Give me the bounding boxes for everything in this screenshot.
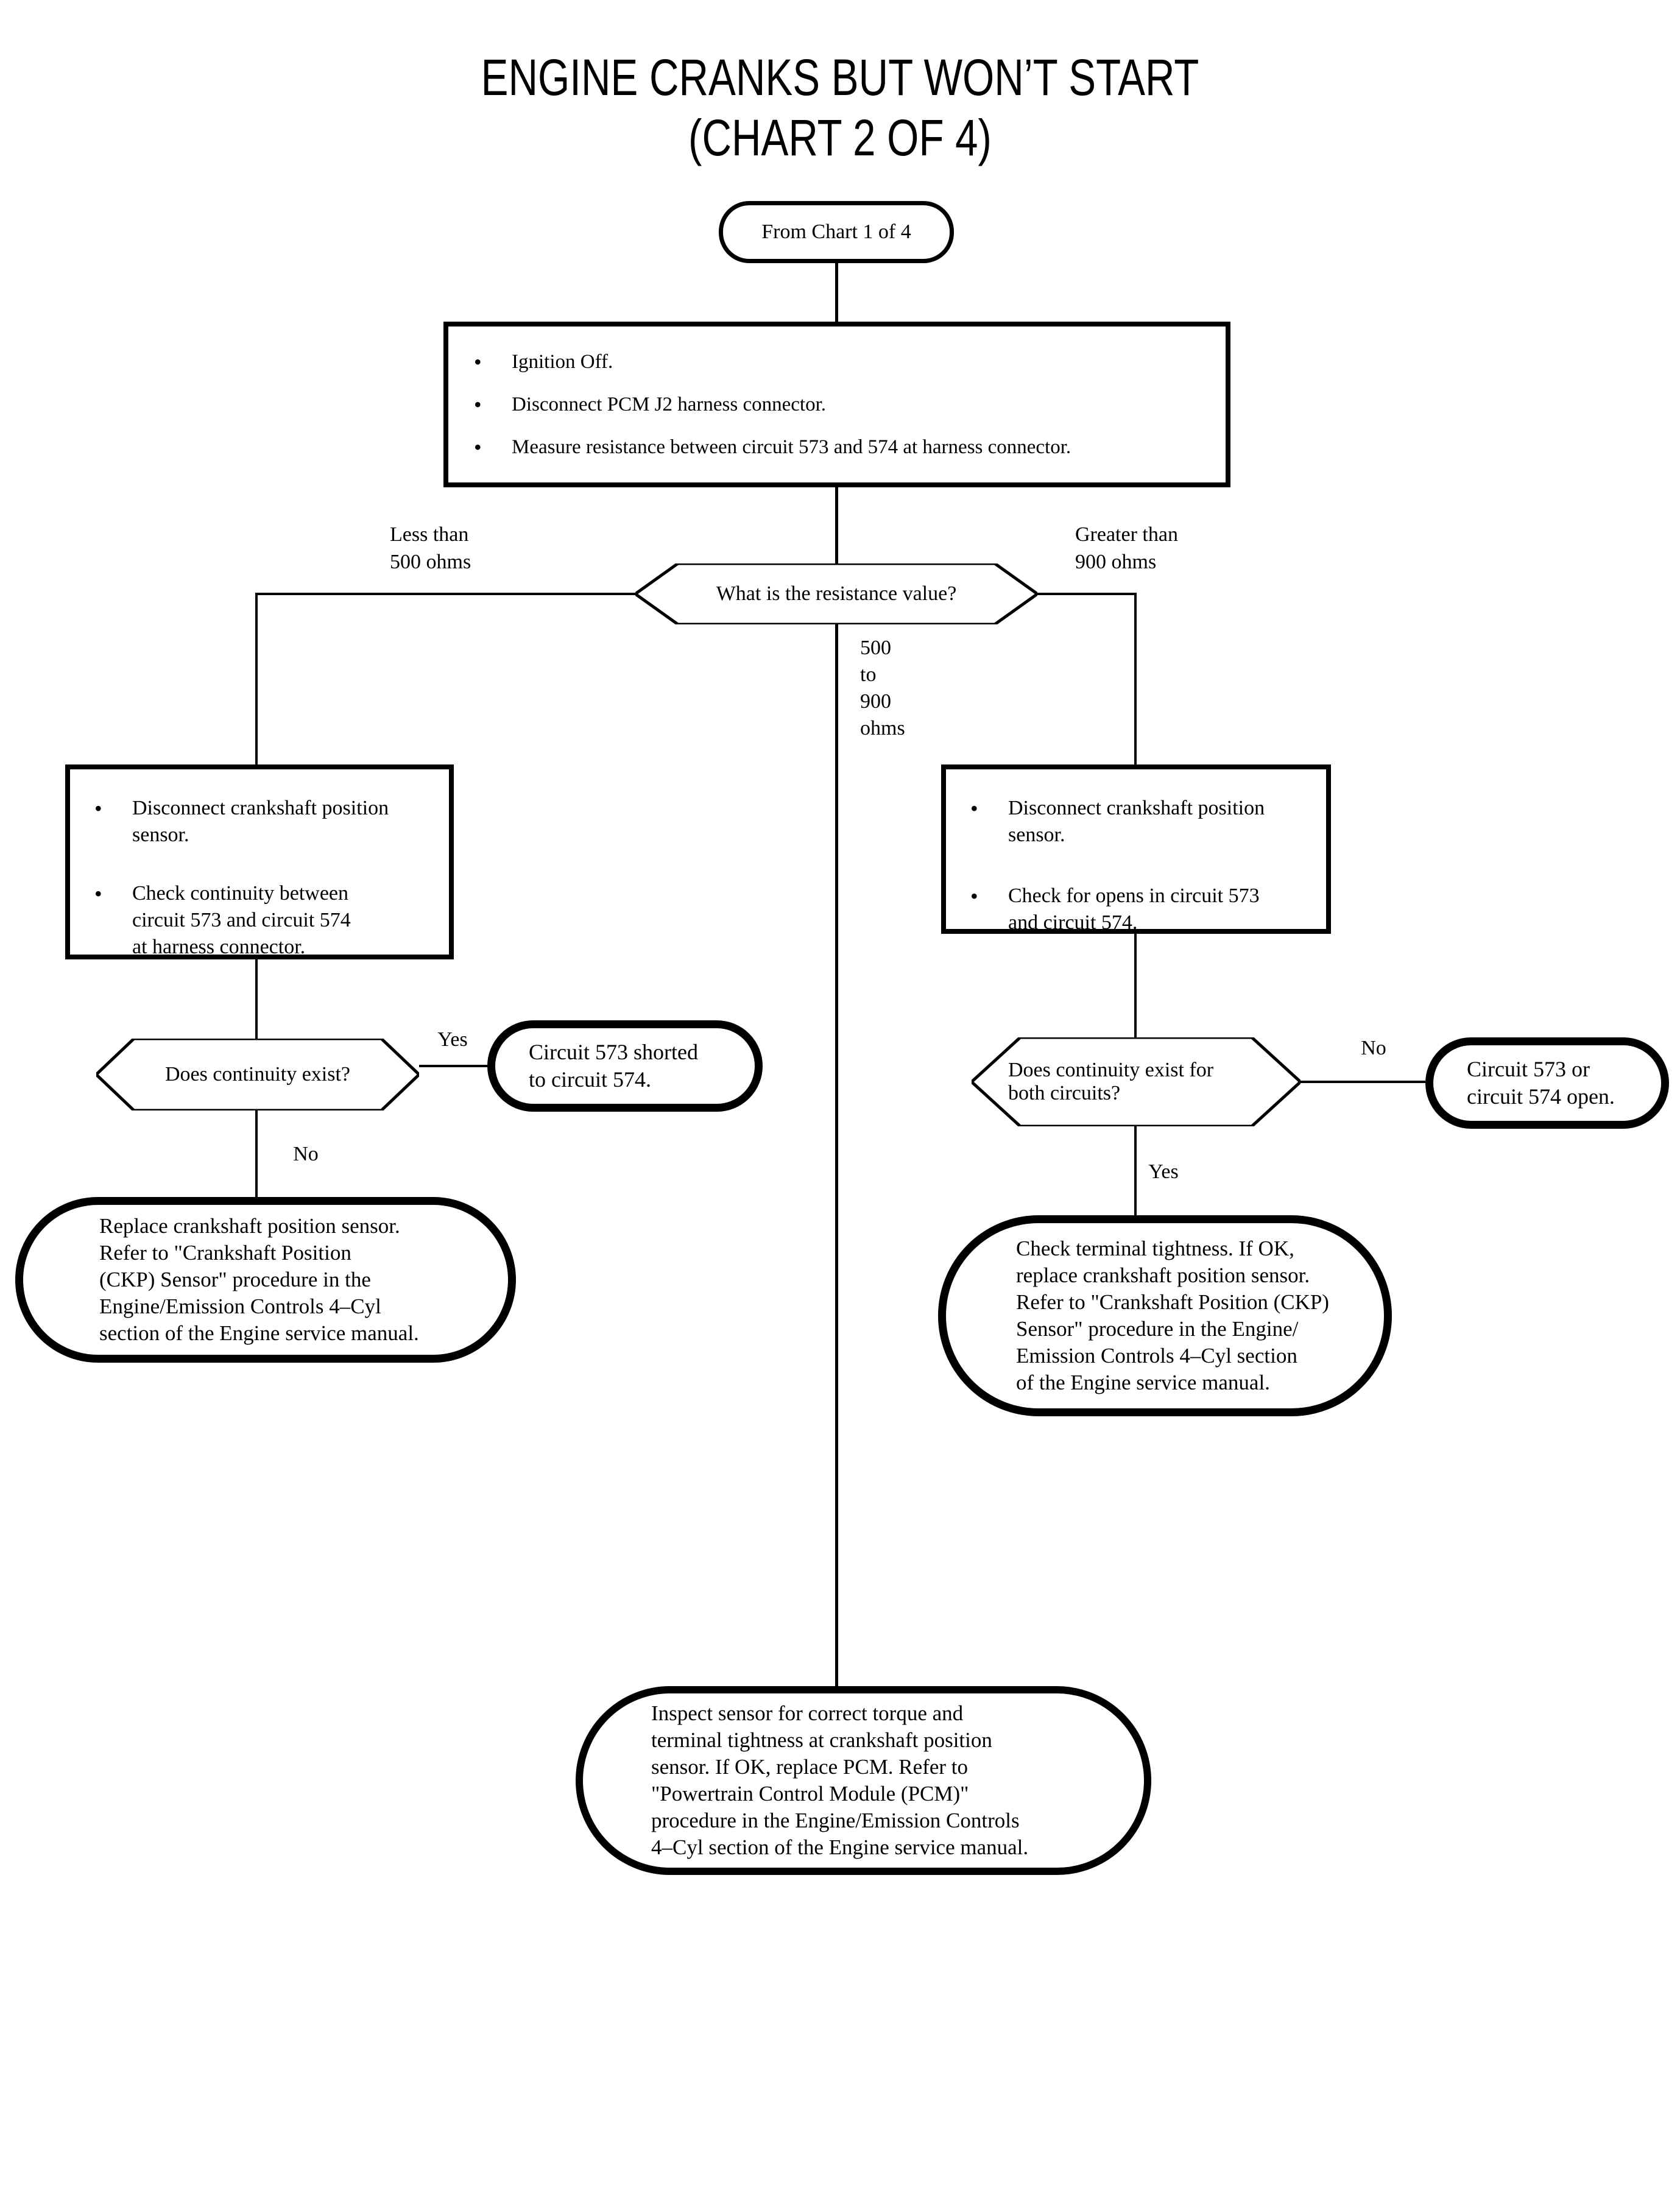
- bullet-icon: •: [474, 350, 482, 374]
- bullet-icon: •: [94, 881, 102, 906]
- edge-label-right-yes: Yes: [1148, 1160, 1179, 1183]
- connector-right-branch-vertical: [1134, 593, 1137, 764]
- decision-continuity-label: Does continuity exist?: [164, 1063, 351, 1086]
- step1-bullet-1: Ignition Off.: [512, 351, 613, 373]
- edge-label-right-no: No: [1361, 1037, 1386, 1059]
- rightstep-bullet-1: Disconnect crankshaft position sensor.: [1008, 797, 1265, 846]
- connector-rightdecision-to-rightyes-outcome: [1134, 1126, 1137, 1215]
- leftstep-bullet-row-2: • Check continuity between circuit 573 a…: [94, 880, 443, 961]
- connector-leftdecision-yes: [419, 1065, 487, 1067]
- bullet-icon: •: [970, 796, 978, 821]
- outcome-check-terminal-tightness-text: Check terminal tightness. If OK, replace…: [1016, 1237, 1329, 1394]
- outcome-circuit-573-shorted: Circuit 573 shorted to circuit 574.: [487, 1020, 763, 1112]
- leftstep-bullet-2: Check continuity between circuit 573 and…: [132, 882, 351, 958]
- step1-bullet-row-2: • Disconnect PCM J2 harness connector.: [474, 391, 1213, 418]
- outcome-circuit-open: Circuit 573 or circuit 574 open.: [1425, 1037, 1669, 1129]
- page-title: ENGINE CRANKS BUT WON’T START (CHART 2 O…: [0, 48, 1680, 168]
- rightstep-bullet-row-1: • Disconnect crankshaft position sensor.: [970, 795, 1320, 849]
- hexagon-shape: [96, 1039, 419, 1110]
- outcome-replace-ckp-sensor: Replace crankshaft position sensor. Refe…: [15, 1197, 516, 1363]
- decision-continuity-both-label: Does continuity exist for both circuits?: [1008, 1059, 1214, 1104]
- connector-left-branch-horizontal: [256, 593, 635, 595]
- bullet-icon: •: [474, 435, 482, 459]
- start-node: From Chart 1 of 4: [719, 201, 954, 263]
- rightstep-bullet-2: Check for opens in circuit 573 and circu…: [1008, 884, 1260, 934]
- leftstep-bullet-row-1: • Disconnect crankshaft position sensor.: [94, 795, 443, 849]
- bullet-icon: •: [970, 884, 978, 908]
- edge-label-left-yes: Yes: [437, 1028, 468, 1051]
- outcome-inspect-sensor-replace-pcm-text: Inspect sensor for correct torque and te…: [651, 1701, 1029, 1859]
- bullet-icon: •: [474, 392, 482, 417]
- outcome-circuit-open-text: Circuit 573 or circuit 574 open.: [1467, 1057, 1615, 1109]
- step1-bullet-3: Measure resistance between circuit 573 a…: [512, 436, 1071, 458]
- start-node-label: From Chart 1 of 4: [761, 221, 911, 243]
- connector-rightdecision-no: [1301, 1081, 1425, 1083]
- step1-bullet-row-1: • Ignition Off.: [474, 348, 1213, 375]
- bullet-icon: •: [94, 796, 102, 821]
- page-title-line-2: (CHART 2 OF 4): [688, 109, 992, 167]
- edge-label-left-no: No: [293, 1143, 319, 1165]
- process-box-initial-checks: • Ignition Off. • Disconnect PCM J2 harn…: [443, 322, 1230, 487]
- step1-bullet-2: Disconnect PCM J2 harness connector.: [512, 394, 826, 415]
- decision-continuity-both-circuits: Does continuity exist for both circuits?: [972, 1037, 1301, 1126]
- connector-start-to-step1: [835, 263, 838, 322]
- branch-label-less-than-500: Less than 500 ohms: [390, 523, 471, 573]
- connector-leftstep-to-leftdecision: [255, 959, 258, 1039]
- rightstep-bullet-row-2: • Check for opens in circuit 573 and cir…: [970, 883, 1320, 936]
- connector-right-branch-horizontal: [1037, 593, 1135, 595]
- process-box-right-check-opens: • Disconnect crankshaft position sensor.…: [941, 764, 1331, 934]
- connector-decision1-to-middle-outcome: [835, 624, 838, 1686]
- outcome-inspect-sensor-replace-pcm: Inspect sensor for correct torque and te…: [576, 1686, 1151, 1875]
- step1-bullet-row-3: • Measure resistance between circuit 573…: [474, 434, 1213, 461]
- connector-step1-to-decision1: [835, 487, 838, 563]
- connector-leftdecision-to-leftno-outcome: [255, 1110, 258, 1197]
- branch-label-greater-than-900: Greater than 900 ohms: [1075, 523, 1178, 573]
- decision-resistance-label: What is the resistance value?: [716, 582, 957, 605]
- hexagon-shape: [635, 563, 1037, 624]
- decision-resistance-value: What is the resistance value?: [635, 563, 1037, 624]
- outcome-circuit-573-shorted-text: Circuit 573 shorted to circuit 574.: [529, 1040, 698, 1092]
- leftstep-bullet-1: Disconnect crankshaft position sensor.: [132, 797, 389, 846]
- decision-continuity-exists: Does continuity exist?: [96, 1039, 419, 1110]
- process-box-left-check-continuity: • Disconnect crankshaft position sensor.…: [65, 764, 454, 959]
- outcome-replace-ckp-sensor-text: Replace crankshaft position sensor. Refe…: [99, 1214, 419, 1345]
- page-title-line-1: ENGINE CRANKS BUT WON’T START: [481, 49, 1199, 106]
- outcome-check-terminal-tightness: Check terminal tightness. If OK, replace…: [938, 1215, 1392, 1416]
- hexagon-shape: [972, 1037, 1301, 1126]
- branch-label-500-to-900: 500 to 900 ohms: [860, 637, 905, 740]
- connector-left-branch-vertical: [255, 593, 258, 764]
- connector-rightstep-to-rightdecision: [1134, 934, 1137, 1037]
